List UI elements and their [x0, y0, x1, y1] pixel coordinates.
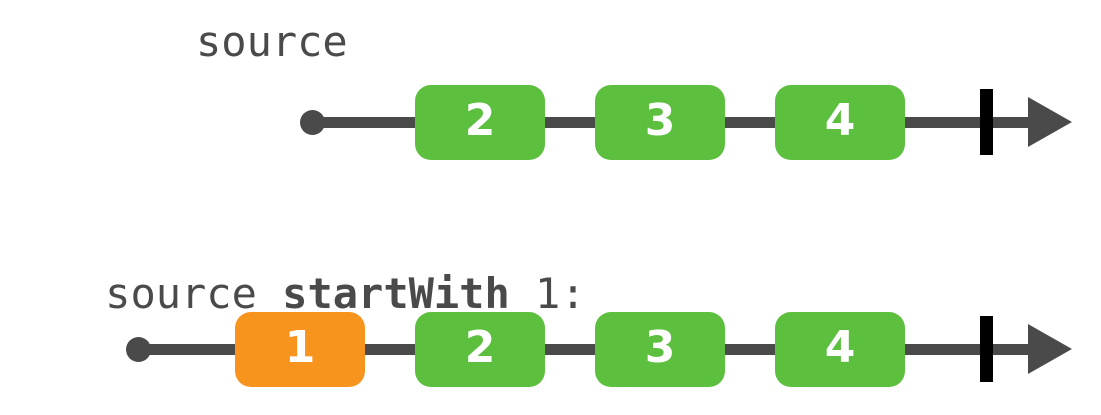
marble-emission[interactable]: 4	[775, 312, 905, 387]
source-label: source	[196, 17, 348, 66]
arrow-head-icon	[1028, 97, 1072, 147]
result-row: 1 2 3 4	[0, 305, 1101, 401]
marble-emission[interactable]: 4	[775, 85, 905, 160]
operator-label-suffix: 1:	[509, 269, 586, 318]
completion-bar	[980, 316, 993, 382]
arrow-head-icon	[1028, 324, 1072, 374]
marble-emission[interactable]: 2	[415, 85, 545, 160]
marble-prepended[interactable]: 1	[235, 312, 365, 387]
operator-label: source startWith 1:	[4, 216, 586, 372]
operator-label-prefix: source	[105, 269, 283, 318]
marble-emission[interactable]: 2	[415, 312, 545, 387]
completion-bar	[980, 89, 993, 155]
marble-emission[interactable]: 3	[595, 312, 725, 387]
marble-emission[interactable]: 3	[595, 85, 725, 160]
operator-name: startWith	[282, 269, 510, 318]
source-row: 2 3 4	[0, 78, 1101, 174]
timeline-line	[138, 344, 1030, 355]
